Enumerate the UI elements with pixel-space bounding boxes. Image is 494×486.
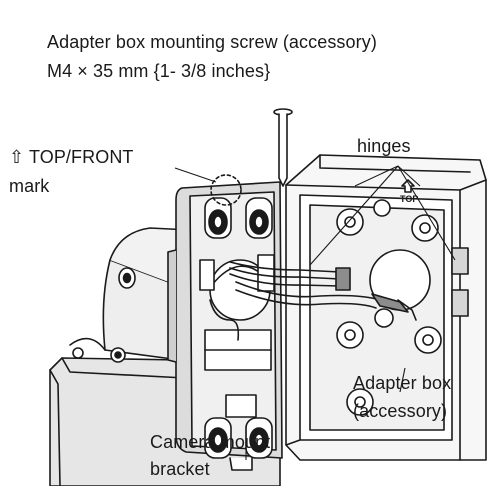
hinges-label: hinges (357, 136, 411, 156)
top-front-leader (174, 167, 217, 183)
hinges-leader-top (354, 165, 421, 187)
camera-mount-bracket (167, 181, 283, 471)
hinges-leader-left (309, 165, 399, 266)
camera-mount-bracket-label-line2: bracket (150, 459, 210, 479)
camera-mount-bracket-label-line1: Camera mount (150, 432, 271, 452)
adapter-box-label-line2: (accessory) (353, 401, 448, 421)
top-front-mark-label-line2: mark (9, 176, 50, 196)
adapter-box-leader (399, 367, 406, 393)
screw-icon (273, 108, 293, 187)
top-front-mark-highlight (210, 174, 242, 206)
cables (209, 261, 417, 341)
top-engraving: TOP (400, 194, 418, 204)
hinges-leader-right (397, 165, 456, 261)
screw-label-line1: Adapter box mounting screw (accessory) (47, 32, 377, 52)
adapter-box-label-line1: Adapter box (353, 373, 452, 393)
top-front-mark-label-line1: ⇧ TOP/FRONT (9, 147, 134, 167)
screw-label-line2: M4 × 35 mm {1- 3/8 inches} (47, 61, 271, 81)
